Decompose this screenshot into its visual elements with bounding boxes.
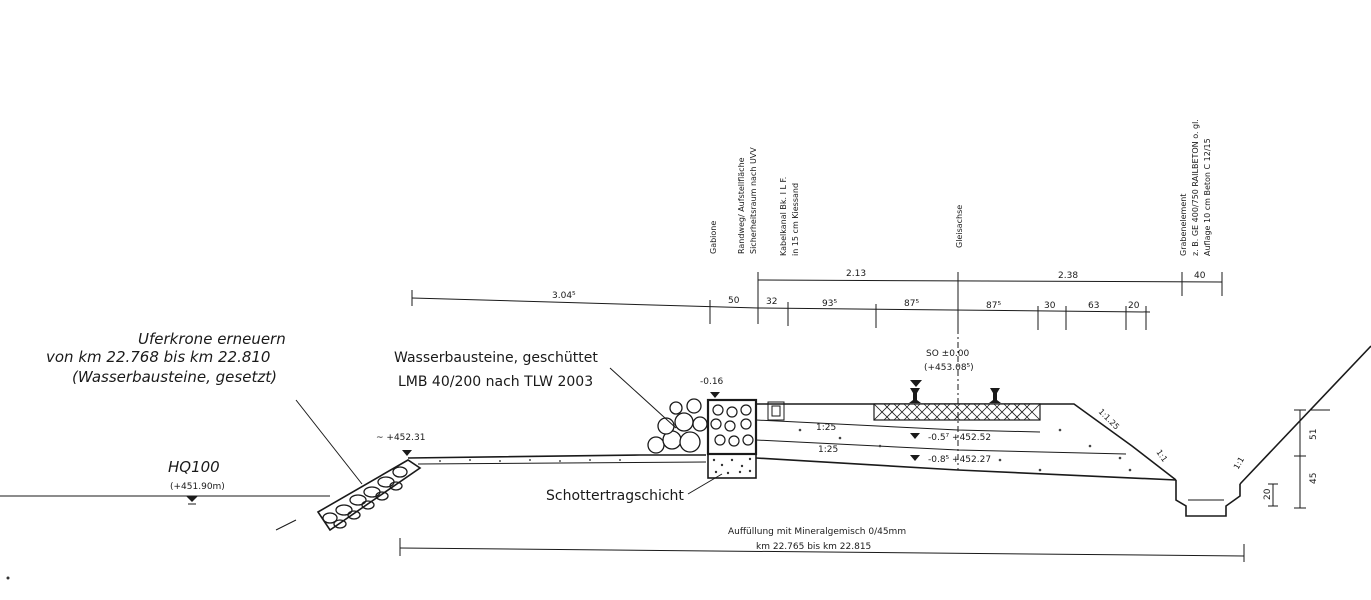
renew-line-2: von km 22.768 bis km 22.810: [46, 348, 270, 366]
right-dim-1: 51: [1309, 429, 1319, 440]
axis-level-marker-icon: [910, 380, 922, 387]
water-level: HQ100 (+451.90m): [0, 458, 330, 531]
gabion: -0.16: [700, 377, 758, 479]
slope-1: 1:25: [816, 423, 836, 433]
right-dim-3: 20: [1263, 488, 1273, 500]
dim-top-3: 40: [1194, 271, 1206, 281]
dim-mid-8: 63: [1088, 301, 1099, 311]
dim-top-1: 2.13: [846, 269, 866, 279]
slope-2: 1:25: [818, 445, 838, 455]
right-dim-2: 45: [1309, 473, 1319, 484]
label-gabione: Gabione: [709, 221, 718, 254]
crest-level-marker-icon: [402, 450, 412, 456]
rail-right-icon: [989, 388, 1001, 403]
label-graben-1: Grabenelement: [1179, 194, 1188, 256]
label-gleisachse: Gleisachse: [955, 205, 964, 248]
layer2-level: -0.8⁵ +452.27: [928, 455, 991, 465]
dim-top-2: 2.38: [1058, 271, 1078, 281]
base-layer-label: Schottertragschicht: [546, 488, 684, 504]
vertical-labels: Gabione Randweg/ Aufstellfläche Sicherhe…: [709, 119, 1212, 256]
layer1-level: -0.5⁷ +452.52: [928, 433, 991, 443]
armour-line-2: LMB 40/200 nach TLW 2003: [398, 374, 593, 390]
renew-line-3: (Wasserbausteine, gesetzt): [72, 368, 277, 386]
bank-renewal-note: Uferkrone erneuern von km 22.768 bis km …: [46, 330, 363, 485]
slope-3: 1:1.25: [1097, 407, 1121, 431]
dim-mid-7: 30: [1044, 301, 1056, 311]
base-layer-note: Schottertragschicht: [546, 473, 723, 504]
crest-level-text: ~ +452.31: [376, 433, 425, 443]
dim-mid-4: 93⁵: [822, 299, 837, 309]
dim-mid-5: 87⁵: [904, 299, 919, 309]
slope-4: 1:1: [1154, 448, 1169, 464]
ditch: 51 45 20: [1175, 345, 1371, 517]
label-graben-2: z. B. GE 400/750 RAILBETON o. gl.: [1191, 119, 1200, 256]
dim-mid-3: 32: [766, 297, 777, 307]
label-graben-3: Auflage 10 cm Beton C 12/15: [1203, 138, 1212, 256]
gabion-top-level: -0.16: [700, 377, 724, 387]
armour-note: Wasserbausteine, geschüttet LMB 40/200 n…: [394, 350, 677, 429]
layer2-marker-icon: [910, 455, 920, 461]
armour-line-1: Wasserbausteine, geschüttet: [394, 350, 598, 366]
dimension-mid: 3.04⁵ 50 32 93⁵ 87⁵ 87⁵ 30 63 20: [411, 290, 1151, 330]
rail-left-icon: [909, 388, 921, 403]
crest-level: ~ +452.31: [376, 433, 425, 456]
label-kabel-2: in 15 cm Kiessand: [791, 183, 800, 256]
dim-mid-2: 50: [728, 296, 740, 306]
bank-revetment: [316, 459, 422, 532]
track-body: [755, 300, 1177, 481]
label-randweg-2: Sicherheitsraum nach UVV: [749, 147, 758, 254]
fill-note: Auffüllung mit Mineralgemisch 0/45mm km …: [399, 527, 1245, 562]
dim-mid-1: 3.04⁵: [552, 291, 576, 301]
dim-mid-9: 20: [1128, 301, 1140, 311]
hq100-level: (+451.90m): [170, 482, 225, 492]
fill-line-1: Auffüllung mit Mineralgemisch 0/45mm: [728, 527, 906, 537]
water-level-marker-icon: [186, 496, 198, 502]
armour-stones: [647, 398, 708, 454]
axis-top-level: SO ±0.00: [926, 349, 970, 359]
renew-line-1: Uferkrone erneuern: [138, 330, 286, 348]
fill-line-2: km 22.765 bis km 22.815: [756, 542, 871, 552]
berm: [407, 454, 707, 465]
level-annotations: SO ±0.00 (+453.08⁵) -0.5⁷ +452.52 -0.8⁵ …: [910, 349, 991, 465]
dimension-top: 2.13 2.38 40: [757, 269, 1223, 300]
hq100-label: HQ100: [168, 458, 220, 476]
dim-mid-6: 87⁵: [986, 301, 1001, 311]
slope-5: 1:1: [1232, 455, 1246, 471]
label-kabel-1: Kabelkanal Bk. I L F.: [779, 177, 788, 256]
axis-abs-level: (+453.08⁵): [924, 363, 974, 373]
layer1-marker-icon: [910, 433, 920, 439]
gabion-level-marker-icon: [710, 392, 720, 398]
label-randweg-1: Randweg/ Aufstellfläche: [737, 157, 746, 254]
